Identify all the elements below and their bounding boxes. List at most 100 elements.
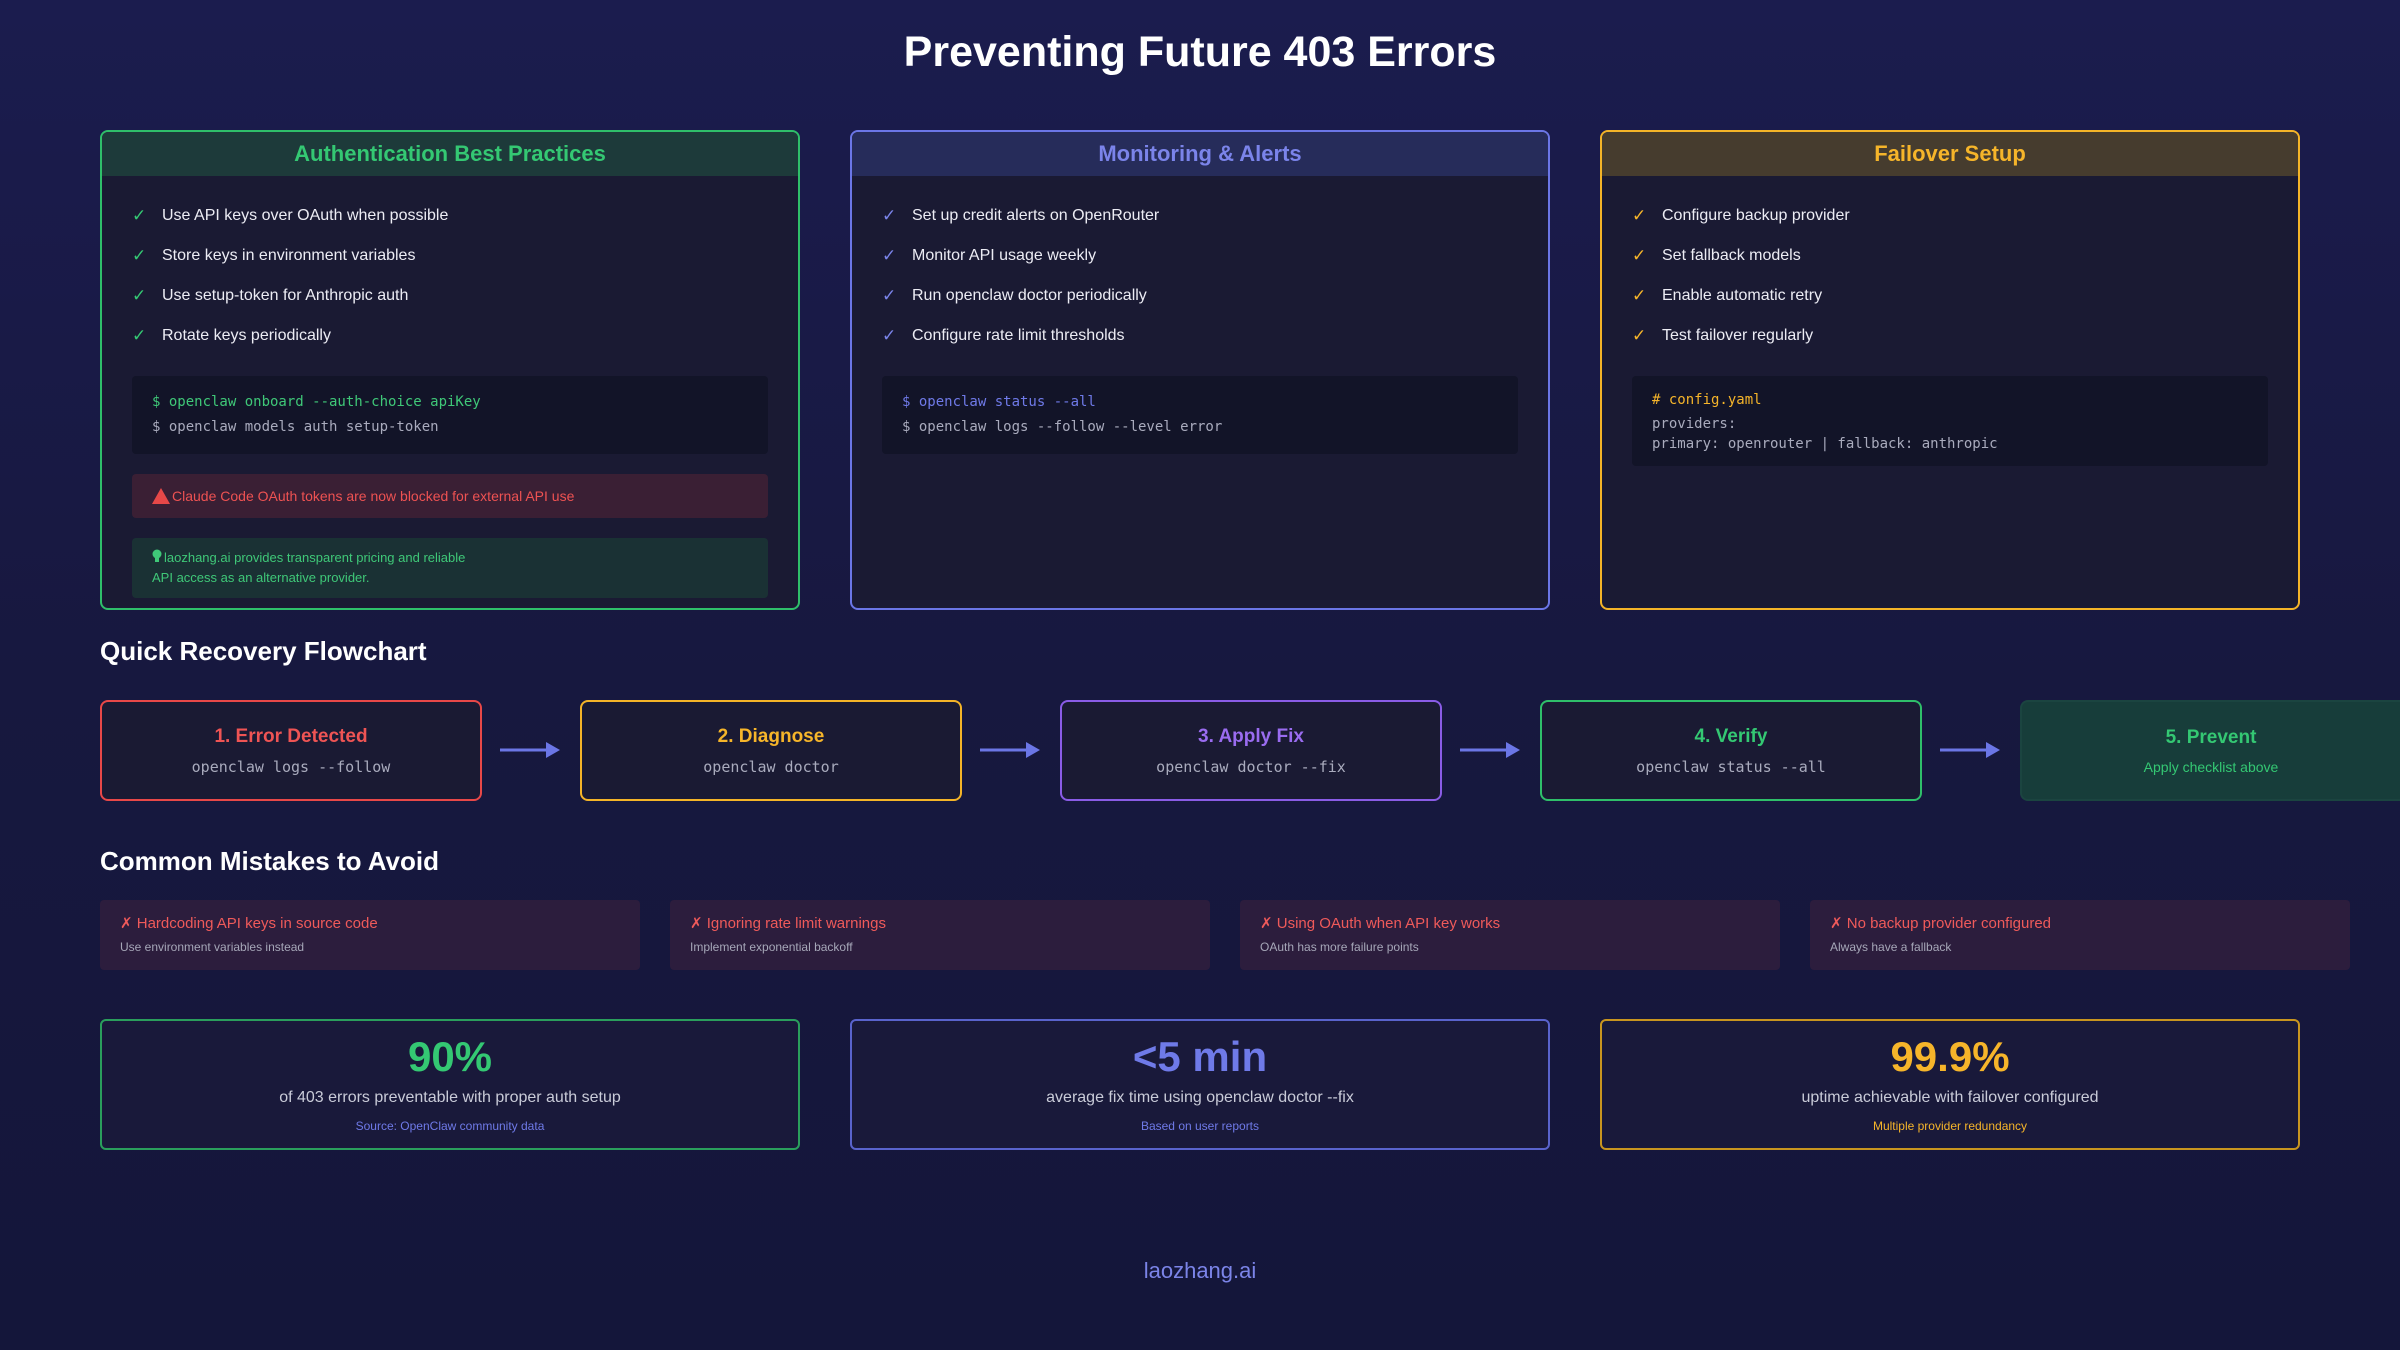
footer-brand: laozhang.ai [1143, 1258, 1257, 1283]
code-line: providers: [1652, 416, 1737, 432]
monitoring-alerts-card: Monitoring & Alerts ✓ Set up credit alert… [850, 130, 1550, 610]
check-icon: ✓ [132, 206, 147, 225]
checklist-item: ✓ Set fallback models [1632, 236, 2268, 276]
checklist-item-label: Configure rate limit thresholds [912, 327, 1125, 344]
warning-banner: Claude Code OAuth tokens are now blocked… [132, 474, 768, 518]
checklist-item: ✓Run openclaw doctor periodically [882, 276, 1518, 316]
code-snippet: $ openclaw status --all $ openclaw logs … [882, 376, 1518, 454]
checklist-item-label: Enable automatic retry [1662, 287, 1823, 304]
stat-value: 99.9% [1890, 1033, 2010, 1080]
mistake-card: ✗ Ignoring rate limit warnings Implement… [670, 900, 1210, 970]
flow-step-label: 1. Error Detected [214, 725, 368, 747]
tip-text: laozhang.ai provides transparent pricing… [164, 550, 466, 565]
checklist-item-label: Use setup-token for Anthropic auth [162, 287, 409, 304]
lightbulb-icon [152, 549, 162, 562]
mistake-fix: OAuth has more failure points [1260, 940, 1419, 954]
checklist-item: ✓ Enable automatic retry [1632, 276, 2268, 316]
code-line: $ openclaw logs --follow --level error [902, 419, 1223, 435]
checklist: ✓Set up credit alerts on OpenRouter ✓Mon… [852, 176, 1548, 356]
mistake-title: ✗ Using OAuth when API key works [1260, 915, 1501, 932]
arrow-right-icon [1460, 742, 1520, 758]
checklist-item-label: Run openclaw doctor periodically [912, 287, 1147, 304]
mistakes-title: Common Mistakes to Avoid [100, 846, 440, 876]
flow-step-error-detected: 1. Error Detected openclaw logs --follow [100, 700, 482, 801]
checklist-item-label: Configure backup provider [1662, 207, 1850, 224]
failover-setup-card: Failover Setup ✓ Configure backup provide… [1600, 130, 2300, 610]
card-title: Authentication Best Practices [102, 132, 798, 176]
auth-best-practices-card: Authentication Best Practices ✓ Use API k… [100, 130, 800, 610]
stat-description: average fix time using openclaw doctor -… [1046, 1089, 1354, 1106]
checklist-item-label: Set up credit alerts on OpenRouter [912, 207, 1160, 224]
flow-step-command: openclaw doctor --fix [1156, 757, 1346, 776]
checklist-item: ✓ Configure rate limit thresholds [882, 316, 1518, 356]
stat-card-preventable: 90% of 403 errors preventable with prope… [100, 1019, 800, 1150]
card-title: Failover Setup [1602, 132, 2298, 176]
mistake-fix: Use environment variables instead [120, 940, 305, 954]
code-line: $ openclaw onboard --auth-choice apiKey [152, 394, 481, 410]
mistake-card: ✗ Using OAuth when API key works OAuth h… [1240, 900, 1780, 970]
checklist-item-label: Monitor API usage weekly [912, 247, 1097, 264]
checklist-item: ✓ Configure backup provider [1632, 196, 2268, 236]
check-icon: ✓ [1632, 326, 1647, 345]
checklist-item-label: Set fallback models [1662, 247, 1801, 264]
code-line: primary: openrouter | fallback: anthropi… [1652, 436, 1998, 452]
checklist-item: ✓ Store keys in environment variables [132, 236, 768, 276]
warning-icon [152, 488, 170, 504]
mistake-fix: Implement exponential backoff [690, 940, 853, 954]
checklist-item-label: Use API keys over OAuth when possible [162, 207, 449, 224]
flow-step-command: openclaw logs --follow [191, 757, 391, 776]
arrow-right-icon [1940, 742, 2000, 758]
stat-card-uptime: 99.9% uptime achievable with failover co… [1600, 1019, 2300, 1150]
card-title: Monitoring & Alerts [852, 132, 1548, 176]
check-icon: ✓ [882, 326, 897, 345]
code-line: $ openclaw status --all [902, 394, 1096, 410]
stat-description: uptime achievable with failover configur… [1801, 1089, 2099, 1106]
checklist-item: ✓ Use API keys over OAuth when possible [132, 196, 768, 236]
tip-text: API access as an alternative provider. [152, 570, 370, 585]
checklist-item-label: Store keys in environment variables [162, 247, 416, 264]
check-icon: ✓ [1632, 286, 1647, 305]
check-icon: ✓ [1632, 246, 1647, 265]
flow-step-prevent: 5. Prevent Apply checklist above [2020, 700, 2400, 801]
mistake-fix: Always have a fallback [1830, 940, 1952, 954]
flow-step-verify: 4. Verify openclaw status --all [1540, 700, 1922, 801]
flowchart-title: Quick Recovery Flowchart [100, 636, 427, 666]
check-icon: ✓ [1632, 206, 1647, 225]
flow-step-label: 4. Verify [1694, 725, 1768, 747]
checklist-item: ✓Rotate keys periodically [132, 316, 768, 356]
check-icon: ✓ [132, 246, 147, 265]
stat-card-fix-time: <5 min average fix time using openclaw d… [850, 1019, 1550, 1150]
mistake-title: ✗ No backup provider configured [1830, 915, 2052, 932]
stat-source: Based on user reports [1140, 1119, 1260, 1133]
code-line: # config.yaml [1652, 392, 1762, 408]
checklist-item-label: Test failover regularly [1662, 327, 1814, 344]
mistake-title: ✗ Ignoring rate limit warnings [690, 915, 886, 932]
mistake-card: ✗ No backup provider configured Always h… [1810, 900, 2350, 970]
stat-value: 90% [407, 1033, 493, 1080]
checklist: ✓ Use API keys over OAuth when possible ✓… [102, 176, 798, 356]
flow-step-label: 5. Prevent [2165, 726, 2257, 748]
arrow-right-icon [980, 742, 1040, 758]
checklist-item: ✓ Use setup-token for Anthropic auth [132, 276, 768, 316]
flow-step-label: 3. Apply Fix [1198, 725, 1304, 747]
code-snippet: # config.yaml providers: primary: openro… [1632, 376, 2268, 466]
check-icon: ✓ [132, 326, 147, 345]
tip-banner: laozhang.ai provides transparent pricing… [132, 538, 768, 598]
mistake-card: ✗ Hardcoding API keys in source code Use… [100, 900, 640, 970]
flow-step-apply-fix: 3. Apply Fix openclaw doctor --fix [1060, 700, 1442, 801]
flow-step-command: Apply checklist above [2143, 758, 2279, 775]
code-line: $ openclaw models auth setup-token [152, 419, 439, 435]
tip-line: laozhang.ai provides transparent pricing… [152, 548, 748, 568]
stat-source: Source: OpenClaw community data [355, 1119, 545, 1133]
mistake-title: ✗ Hardcoding API keys in source code [120, 915, 378, 932]
check-icon: ✓ [882, 206, 897, 225]
arrow-right-icon [500, 742, 560, 758]
checklist-item: ✓ Test failover regularly [1632, 316, 2268, 356]
checklist-item: ✓ Set up credit alerts on OpenRouter [882, 196, 1518, 236]
stat-description: of 403 errors preventable with proper au… [279, 1089, 621, 1106]
checklist-item: ✓Monitor API usage weekly [882, 236, 1518, 276]
check-icon: ✓ [132, 286, 147, 305]
checklist: ✓ Configure backup provider ✓ Set fallback… [1602, 176, 2298, 356]
warning-text: Claude Code OAuth tokens are now blocked… [172, 488, 575, 504]
stat-value: <5 min [1132, 1033, 1268, 1080]
